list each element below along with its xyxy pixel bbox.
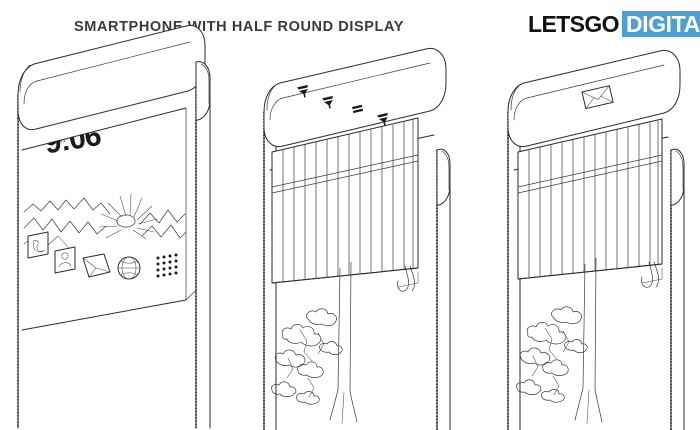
wallpaper-trunk-mid [586,389,590,425]
device-2-shade-pull-tab[interactable] [397,265,410,292]
device-2-right-corner [436,148,451,206]
device-1-right-corner [195,61,211,121]
device-2-notification-shade[interactable] [271,117,419,292]
device-3-edge-status-icons [581,85,614,110]
wallpaper-ridge-2 [139,209,186,225]
device-3-shade-slats [518,120,662,278]
device-2-wallpaper [271,261,358,425]
device-2-right-corner-hl [441,150,450,191]
wallpaper-ridge-4 [141,224,186,239]
wallpaper-sun [116,214,136,228]
device-2-half-round-top [263,47,447,148]
device-3-notification-shade[interactable] [517,118,663,288]
wallpaper-sun-rays [99,193,158,240]
apps-grid-icon[interactable] [156,253,178,278]
brand-logo: LETSGO DIGITA [528,11,700,37]
device-3-shade-pull-tab[interactable] [641,261,654,288]
device-3-wallpaper [516,257,603,425]
device-1-wallpaper [23,193,186,249]
signal-icon[interactable] [322,95,335,110]
page-title: SMARTPHONE WITH HALF ROUND DISPLAY [74,19,405,35]
device-2-shade-pull-cord [409,265,415,292]
device-1-screen-top [21,107,187,151]
brand-logo-digital: DIGITA [621,11,700,37]
device-2-shade-tab-edge [397,271,419,288]
wallpaper-twigs [286,329,325,398]
device-2 [263,47,451,430]
device-1-cylinder-cap-left [19,64,31,93]
device-3-shade-bottom [517,263,663,280]
device-1-dock [27,231,178,280]
device-1-screen-bottom [21,299,187,331]
wallpaper-ridge-3 [23,217,107,235]
wallpaper-twigs [531,327,570,396]
wallpaper-trunk-left [574,263,586,421]
device-1-half-round-top [17,24,206,131]
device-3-cylinder-highlight [513,64,665,121]
mail-icon[interactable] [82,253,111,278]
device-1: 9:06 a.m 15 June Thurs [17,24,211,429]
device-3-shade-tab-edge [641,267,663,284]
signal-icon[interactable] [377,112,390,127]
brand-logo-letsgo: LETSGO [528,11,620,37]
device-1-screen-bevel [185,289,197,301]
header: SMARTPHONE WITH HALF ROUND DISPLAY LETSG… [0,0,700,52]
device-3 [507,49,685,430]
wallpaper-ridge-1 [23,197,111,215]
signal-icon[interactable] [297,84,310,99]
device-3-shade-pull-cord [653,261,659,288]
wallpaper-trunk-left [329,267,341,421]
device-3-right-corner-hl [675,150,684,191]
wallpaper-trunk-mid [341,391,345,425]
device-2-shade-bottom [271,267,419,284]
browser-icon[interactable] [117,256,141,280]
device-2-shade-slats [272,119,418,282]
device-1-right-corner-hl [200,63,210,105]
device-3-cylinder-cap-left [510,84,521,111]
battery-icon[interactable] [352,104,364,114]
device-2-cylinder-cap-left [266,84,277,111]
wallpaper-foliage [271,308,343,405]
contacts-icon[interactable] [54,246,76,274]
device-3-right-corner [670,148,685,206]
clock-meridiem: a.m [29,131,41,140]
phone-icon[interactable] [27,231,49,259]
wallpaper-trunk-right [594,257,603,423]
device-2-cylinder-highlight [269,62,431,121]
wallpaper-trunk-right [349,261,358,423]
device-1-cylinder-highlight [23,41,191,105]
mail-notification-icon[interactable] [581,85,614,110]
wallpaper-foliage [516,306,588,403]
